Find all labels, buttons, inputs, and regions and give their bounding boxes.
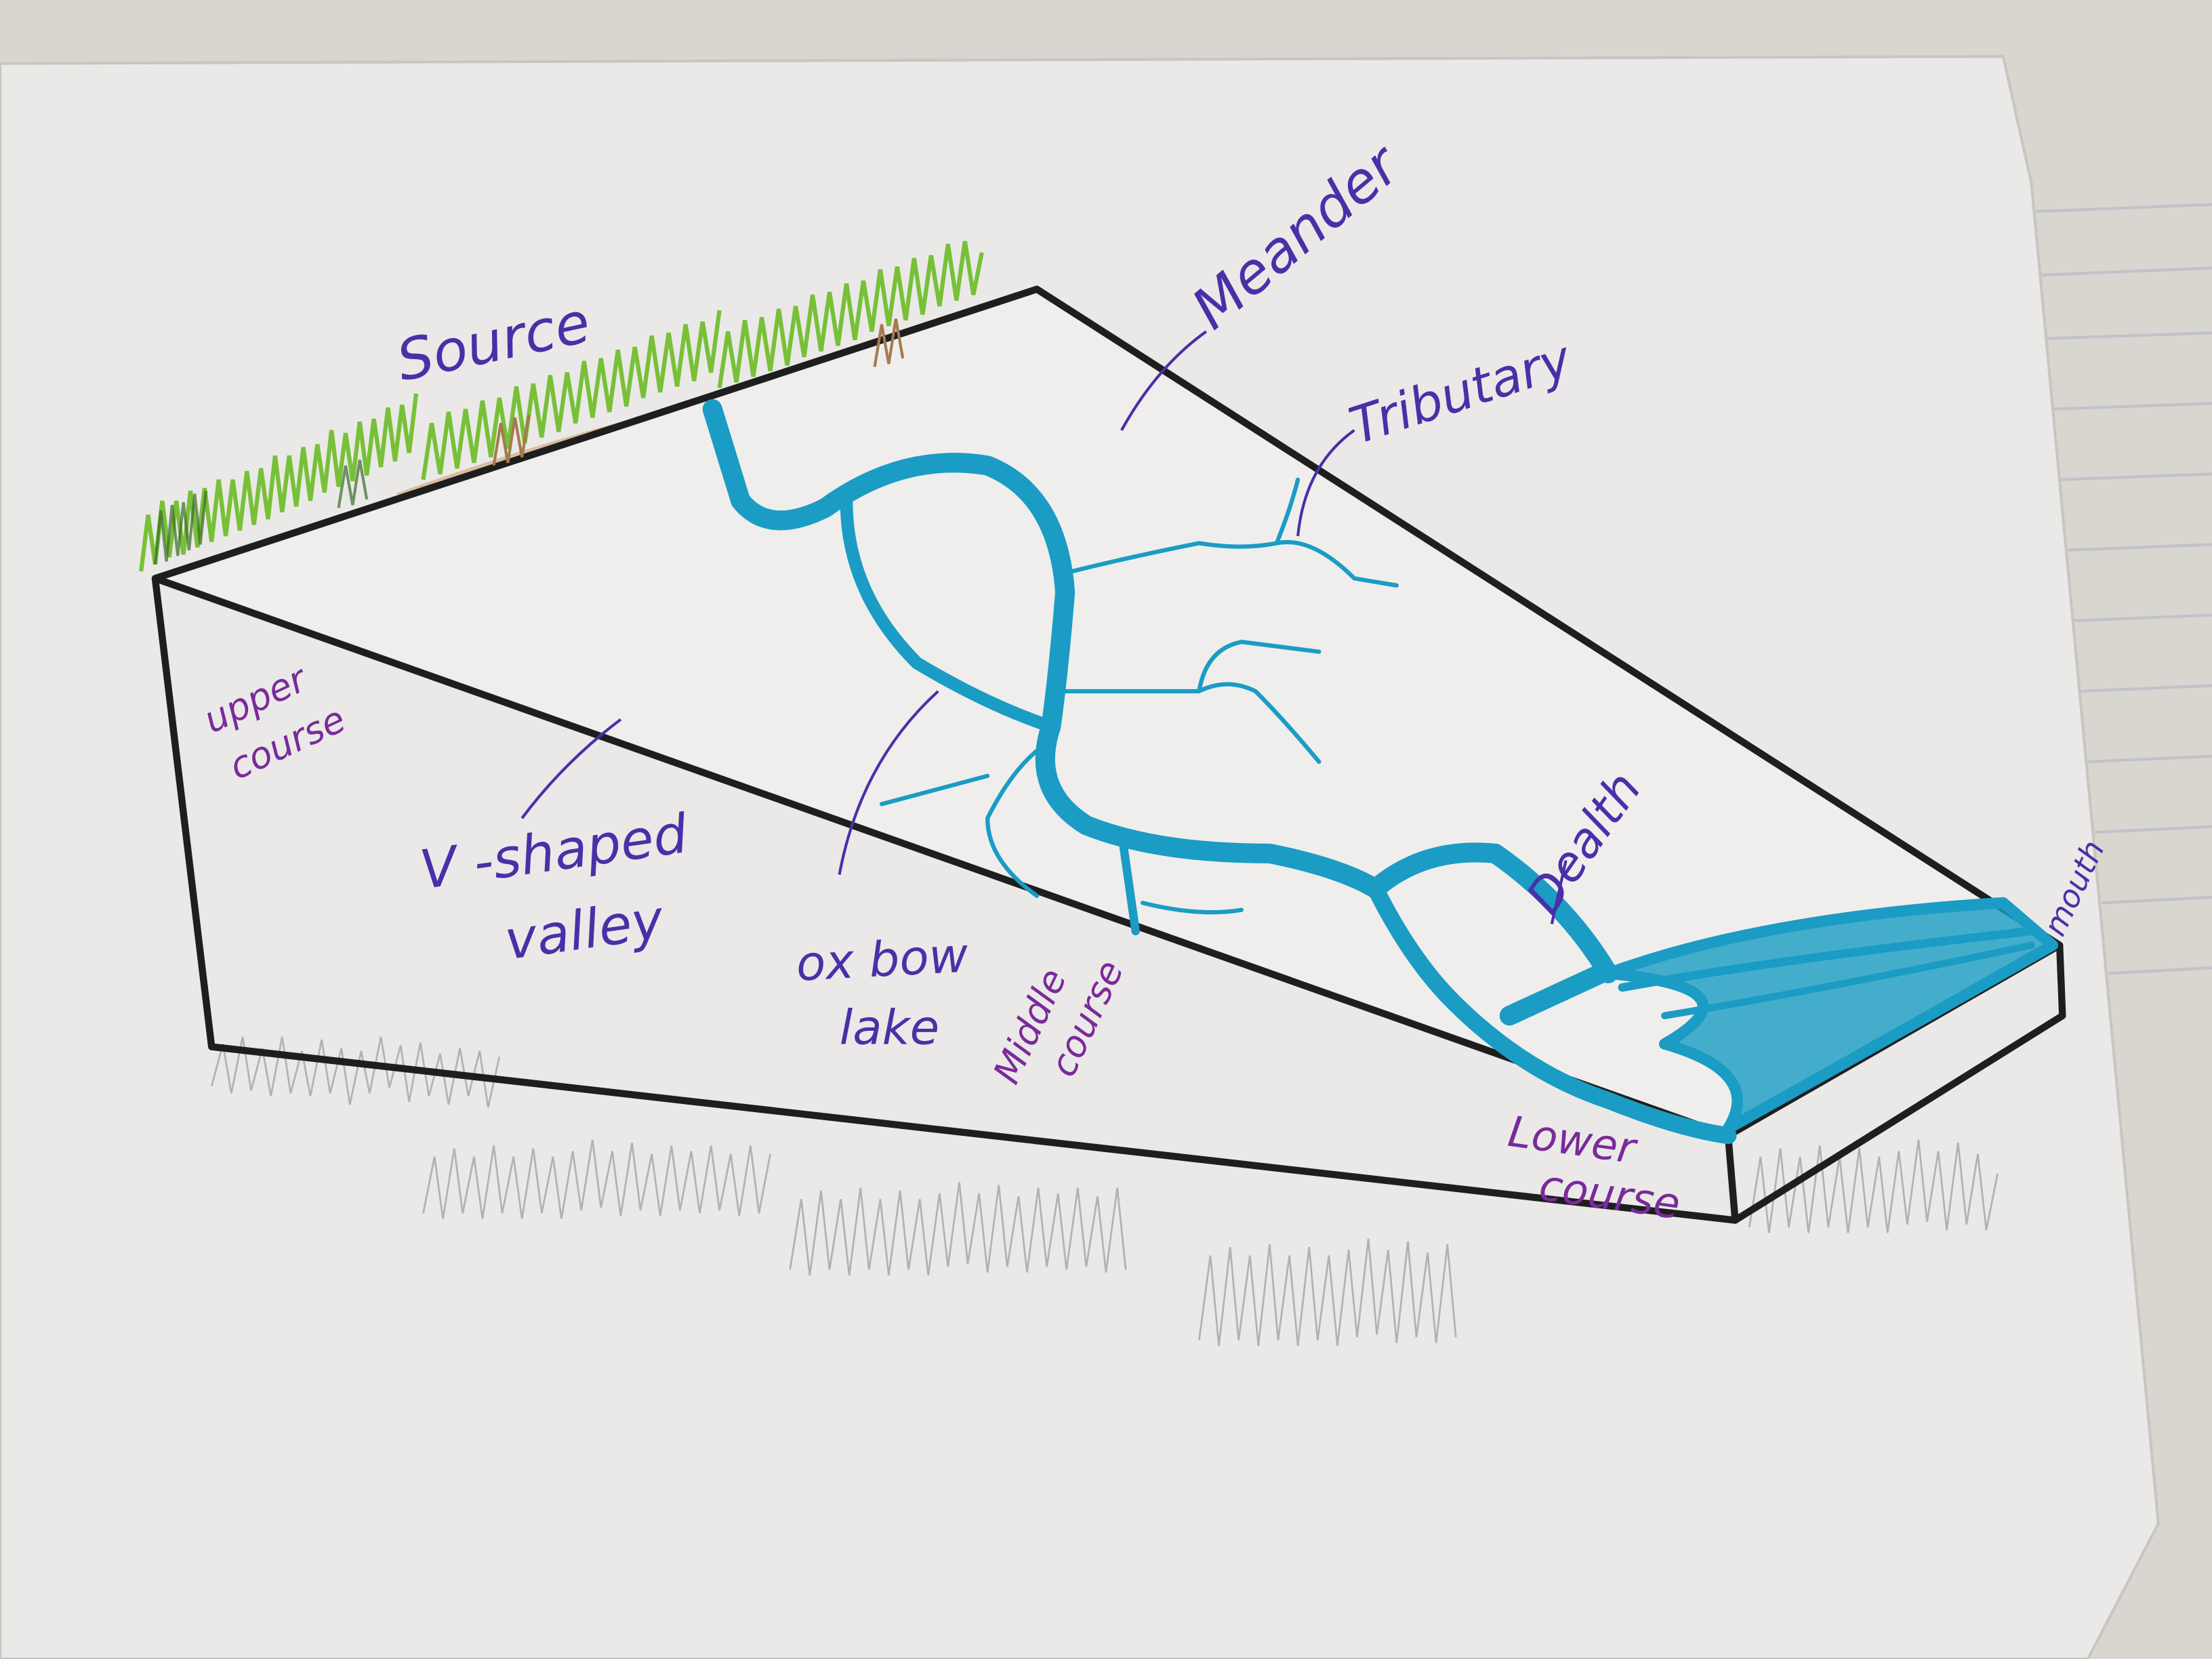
grass-brown-strokes — [492, 319, 905, 466]
river — [702, 399, 2059, 1145]
tributary-leader — [1296, 429, 1355, 537]
leader-lines — [520, 330, 1568, 924]
label-oxbow-2: lake — [840, 999, 940, 1055]
label-oxbow-1: ox bow — [795, 927, 970, 992]
grass-dark-strokes — [153, 459, 369, 565]
notebook-lines — [2031, 203, 2212, 975]
oxbow-leader — [838, 690, 939, 875]
delta-leader — [1550, 860, 1568, 924]
meander-leader — [1120, 330, 1208, 431]
valley-leader — [520, 718, 622, 819]
